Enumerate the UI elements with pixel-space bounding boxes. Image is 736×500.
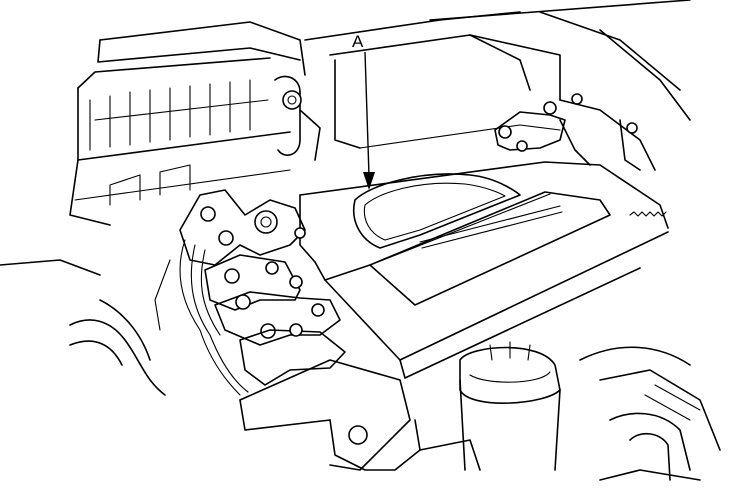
battery-tray [239,359,481,471]
positive-terminal [494,101,591,166]
air-cleaner-housing [69,21,321,226]
callout-leader [363,51,375,190]
reservoir-cap [459,341,561,471]
upper-right-panel [304,0,691,171]
fuse-block [154,189,346,396]
lower-left-hoses [0,259,166,396]
battery [299,101,669,379]
callout-label-a: A [352,32,364,51]
lower-right-components [579,346,721,481]
